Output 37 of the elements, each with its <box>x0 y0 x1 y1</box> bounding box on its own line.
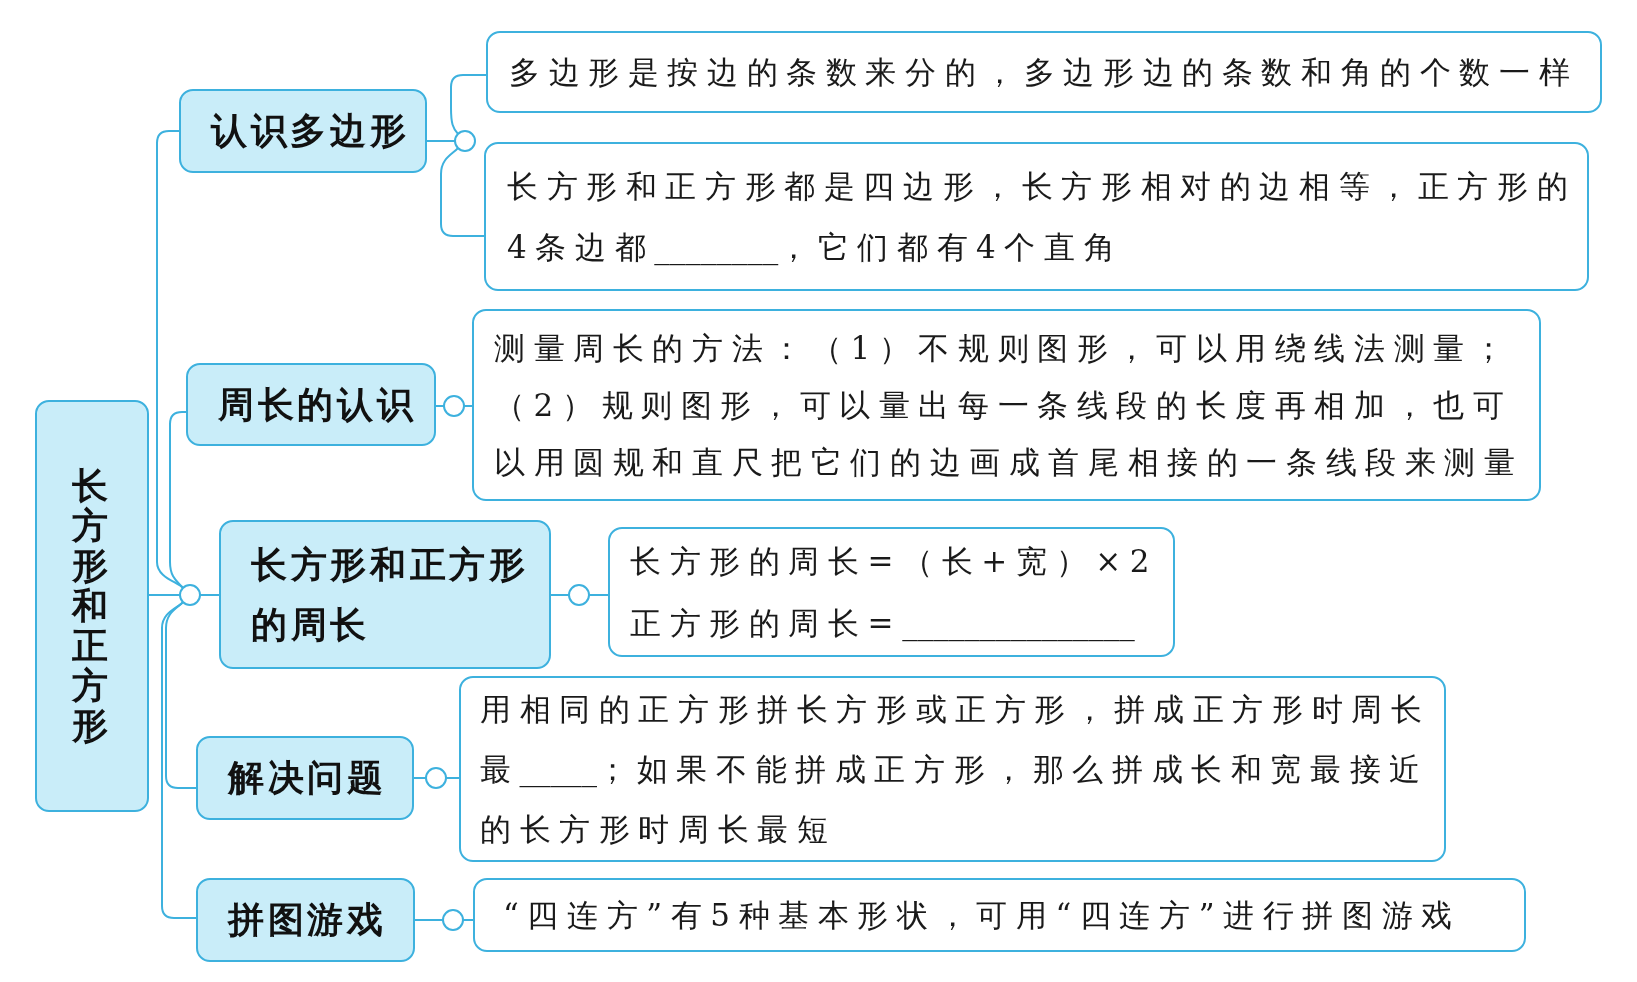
junction-circle <box>179 584 201 606</box>
junction-circle <box>425 767 447 789</box>
topic-box: 长方形和正方形的周长 <box>219 520 551 669</box>
fill-in-line: _____ <box>519 751 598 787</box>
note-text: 用相同的正方形拼长方形或正方形，拼成正方形时周长最_____；如果不能拼成正方形，那么拼成长和宽最接近的长方形时周长最短 <box>480 690 1432 849</box>
topic-box: 拼图游戏 <box>196 878 415 962</box>
note-box <box>484 142 1589 291</box>
note-text: “四连方”有5种基本形状，可用“四连方”进行拼图游戏 <box>503 896 1462 935</box>
fill-in-line: _______________ <box>902 605 1135 641</box>
topic-box: 周长的认识 <box>186 363 436 446</box>
note-box <box>486 31 1602 113</box>
topic-box: 认识多边形 <box>179 89 427 173</box>
connector-line <box>450 74 487 135</box>
note-box <box>459 676 1446 862</box>
note-text: 长方形的周长=（长+宽）×2 <box>630 542 1160 581</box>
note-box <box>473 878 1526 952</box>
topic-box: 解决问题 <box>196 736 414 820</box>
junction-circle <box>568 584 590 606</box>
connector-line <box>550 594 570 596</box>
junction-circle <box>443 395 465 417</box>
connector-line <box>414 919 444 921</box>
connector-line <box>161 601 197 919</box>
connector-line <box>440 147 485 237</box>
note-text: 长方形和正方形都是四边形，长方形相对的边相等，正方形的4条边都________，它们都有4个直角 <box>507 166 1578 268</box>
note-text: 测量周长的方法：（1）不规则图形，可以用绕线法测量；（2）规则图形，可以量出每一条线段的长度再相加，也可以用圆规和直尺把它们的边画成首尾相接的一条线段来测量 <box>494 328 1525 482</box>
connector-line <box>413 777 427 779</box>
connector-line <box>169 411 187 589</box>
junction-circle <box>442 909 464 931</box>
junction-circle <box>454 130 476 152</box>
note-box <box>608 527 1175 657</box>
connector-line <box>426 140 456 142</box>
note-text: 多边形是按边的条数来分的，多边形边的条数和角的个数一样 <box>509 53 1580 92</box>
connector-line <box>148 594 181 596</box>
main-topic-box: 长方形和正方形 <box>35 400 149 812</box>
note-text: 正方形的周长=_______________ <box>630 604 1136 644</box>
note-box <box>472 309 1541 501</box>
fill-in-line: ________ <box>654 228 779 265</box>
